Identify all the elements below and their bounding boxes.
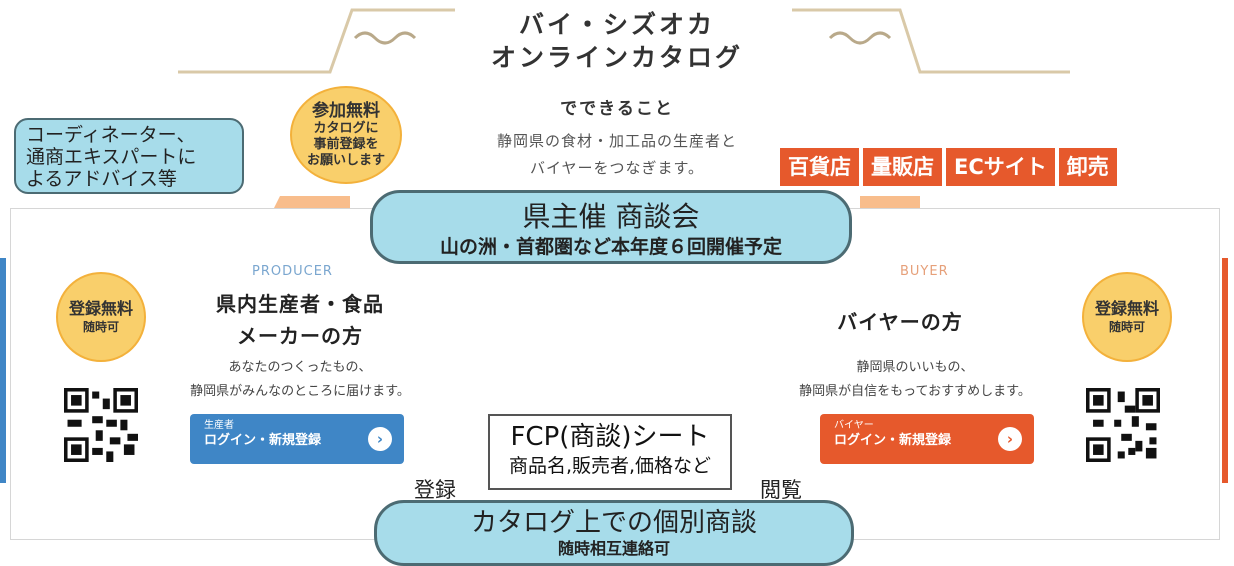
page-subtitle: でできること <box>560 99 674 119</box>
buyer-text-line-2: 静岡県が自信をもっておすすめします。 <box>799 384 1031 399</box>
tag-ec-site: ECサイト <box>946 148 1055 186</box>
signup-callout: 参加無料 カタログに 事前登録を お願いします <box>290 86 402 184</box>
page-description: 静岡県の食材・加工品の生産者と バイヤーをつなぎます。 <box>0 128 1234 182</box>
prefecture-meeting: 県主催 商談会 山の洲・首都圏など本年度６回開催予定 <box>370 190 852 264</box>
chevron-right-icon: › <box>368 427 392 451</box>
page-title: バイ・シズオカ オンラインカタログ <box>0 8 1234 74</box>
buyer-text: 静岡県のいいもの、 静岡県が自信をもっておすすめします。 <box>770 356 1060 404</box>
producer-button-label: ログイン・新規登録 <box>204 433 322 448</box>
producer-text: あなたのつくったもの、 静岡県がみんなのところに届けます。 <box>170 356 430 404</box>
producer-badge-line-2: 随時可 <box>82 320 119 334</box>
description-line-2: バイヤーをつなぎます。 <box>529 159 705 177</box>
advice-note-line-3: よるアドバイス等 <box>26 168 177 190</box>
buyer-login-button[interactable]: バイヤー ログイン・新規登録 › <box>820 414 1034 464</box>
fcp-sheet-title: FCP(商談)シート <box>510 422 710 452</box>
description-line-1: 静岡県の食材・加工品の生産者と <box>496 132 737 150</box>
meeting-subtitle: 山の洲・首都圏など本年度６回開催予定 <box>439 236 782 258</box>
signup-callout-line-4: お願いします <box>306 153 385 168</box>
producer-heading-line-2: メーカーの方 <box>237 324 363 348</box>
producer-qr-code <box>64 388 138 462</box>
buyer-free-badge: 登録無料 随時可 <box>1082 272 1172 362</box>
signup-callout-line-2: カタログに <box>313 121 379 136</box>
producer-button-small: 生産者 <box>204 420 234 431</box>
fcp-sheet-subtitle: 商品名,販売者,価格など <box>508 455 712 477</box>
producer-sidebar-accent <box>0 258 6 483</box>
buyer-badge-line-1: 登録無料 <box>1094 299 1159 318</box>
tag-wholesale: 卸売 <box>1058 148 1117 186</box>
title-line-1: バイ・シズオカ <box>518 10 715 39</box>
tag-mass-retailer: 量販店 <box>863 148 942 186</box>
meeting-title: 県主催 商談会 <box>522 200 700 233</box>
producer-free-badge: 登録無料 随時可 <box>56 272 146 362</box>
signup-callout-line-3: 事前登録を <box>313 137 379 152</box>
producer-heading-line-1: 県内生産者・食品 <box>216 292 384 316</box>
catalog-meeting: カタログ上での個別商談 随時相互連絡可 <box>374 500 854 566</box>
fcp-sheet: FCP(商談)シート 商品名,販売者,価格など <box>488 414 732 490</box>
advice-note-line-2: 通商エキスパートに <box>26 146 197 168</box>
producer-eyebrow: PRODUCER <box>252 264 333 279</box>
buyer-heading: バイヤーの方 <box>837 310 963 334</box>
buyer-qr-code <box>1086 388 1160 462</box>
buyer-type-tags: 百貨店 量販店 ECサイト 卸売 <box>780 148 1117 186</box>
buyer-button-small: バイヤー <box>834 420 874 431</box>
buyer-sidebar-accent <box>1222 258 1228 483</box>
signup-callout-line-1: 参加無料 <box>312 101 380 121</box>
buyer-eyebrow: BUYER <box>900 264 949 279</box>
buyer-button-label: ログイン・新規登録 <box>834 433 952 448</box>
catalog-meeting-subtitle: 随時相互連絡可 <box>557 539 670 558</box>
catalog-meeting-title: カタログ上での個別商談 <box>470 508 757 538</box>
producer-text-line-1: あなたのつくったもの、 <box>228 360 372 375</box>
chevron-right-icon: › <box>998 427 1022 451</box>
advice-note: コーディネーター、 通商エキスパートに よるアドバイス等 <box>14 118 244 194</box>
buyer-badge-line-2: 随時可 <box>1108 320 1145 334</box>
tag-department-store: 百貨店 <box>780 148 859 186</box>
title-line-2: オンラインカタログ <box>490 43 743 72</box>
buyer-text-line-1: 静岡県のいいもの、 <box>856 360 974 375</box>
header-decoration <box>178 8 1070 74</box>
advice-note-line-1: コーディネーター、 <box>26 124 196 146</box>
producer-badge-line-1: 登録無料 <box>68 299 133 318</box>
register-label: 登録 <box>414 478 456 502</box>
producer-text-line-2: 静岡県がみんなのところに届けます。 <box>190 384 410 399</box>
producer-heading: 県内生産者・食品 メーカーの方 <box>170 288 430 352</box>
browse-label: 閲覧 <box>760 478 802 502</box>
producer-login-button[interactable]: 生産者 ログイン・新規登録 › <box>190 414 404 464</box>
